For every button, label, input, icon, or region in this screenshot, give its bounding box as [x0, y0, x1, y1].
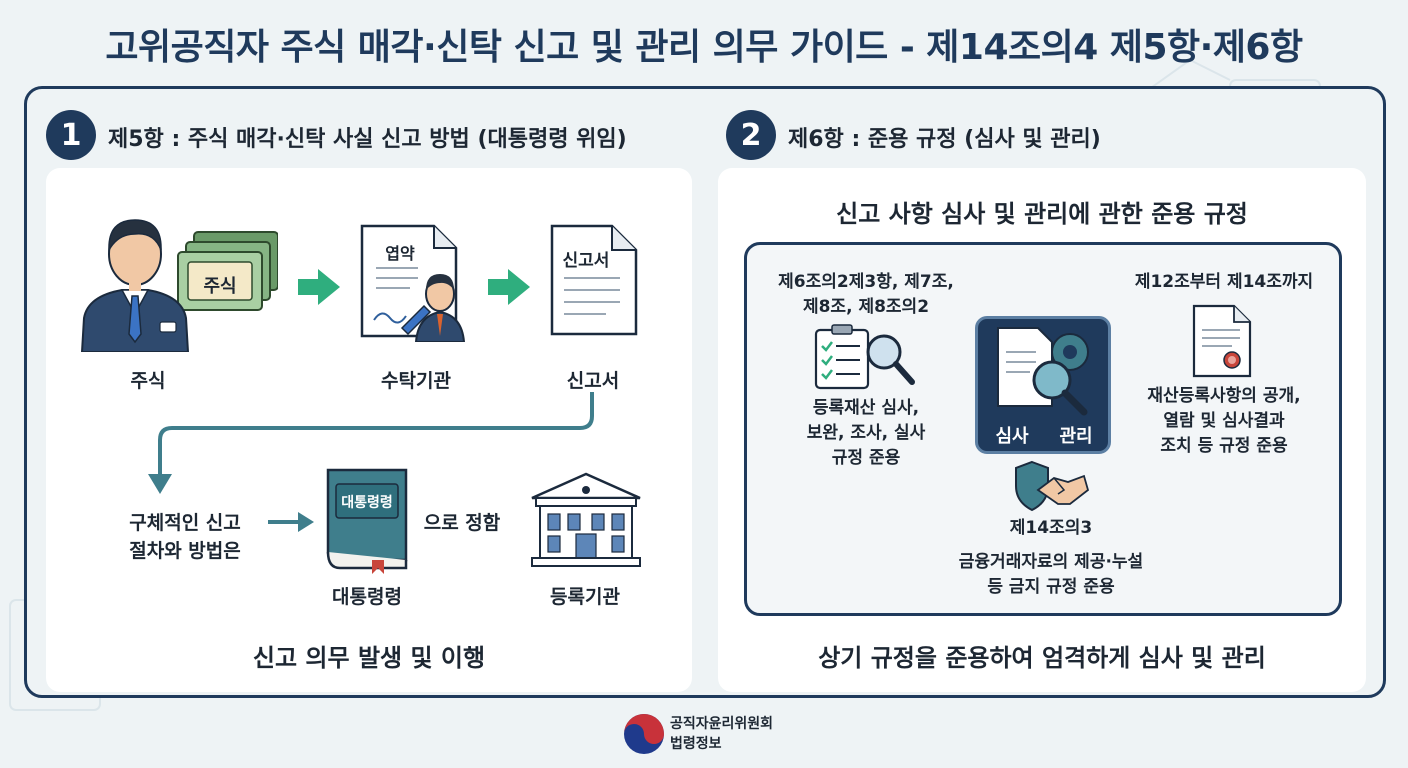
registry-building-icon — [531, 472, 641, 567]
bottom-desc-line2: 등 금지 규정 준용 — [987, 577, 1115, 597]
report-document-title: 신고서 — [562, 251, 610, 271]
certificate-document-icon — [1192, 304, 1252, 378]
arrow-right-icon — [318, 269, 340, 305]
section2-number: 2 — [726, 110, 776, 160]
logo-line1: 공직자윤리위원회 — [670, 716, 774, 732]
section1-number: 1 — [46, 110, 96, 160]
center-label-review: 심사 — [995, 426, 1029, 447]
shield-handshake-icon — [1015, 460, 1090, 512]
decree-book-title: 대통령령 — [341, 495, 393, 511]
label-stock: 주식 — [130, 370, 166, 392]
report-document-icon — [550, 224, 638, 336]
section1-footer: 신고 의무 발생 및 이행 — [252, 644, 486, 672]
section2-heading: 제6항 : 준용 규정 (심사 및 관리) — [788, 127, 1101, 152]
trust-contract-document-icon — [360, 224, 466, 342]
bottom-desc-line1: 금융거래자료의 제공·누설 — [958, 552, 1144, 572]
logo-line2: 법령정보 — [670, 736, 722, 752]
section2-subtitle: 신고 사항 심사 및 관리에 관한 준용 규정 — [836, 200, 1248, 228]
right-desc-line2: 열람 및 심사결과 — [1163, 411, 1285, 431]
section2-footer: 상기 규정을 준용하여 엄격하게 심사 및 관리 — [818, 644, 1266, 672]
center-label-manage: 관리 — [1059, 426, 1093, 447]
arrow-right-icon — [268, 512, 314, 532]
procedure-text-line1: 구체적인 신고 — [129, 512, 241, 534]
left-desc-line1: 등록재산 심사, — [812, 398, 920, 418]
government-emblem-icon — [624, 714, 664, 754]
checklist-magnifier-icon — [814, 324, 915, 390]
procedure-text-line2: 절차와 방법은 — [129, 540, 241, 562]
right-ref: 제12조부터 제14조까지 — [1134, 272, 1314, 292]
left-desc-line2: 보완, 조사, 실사 — [806, 423, 926, 443]
right-desc-line3: 조치 등 규정 준용 — [1160, 436, 1288, 456]
label-registry: 등록기관 — [550, 586, 620, 608]
right-desc-line1: 재산등록사항의 공개, — [1147, 386, 1301, 406]
left-desc-line3: 규정 준용 — [831, 448, 901, 468]
label-trustee: 수탁기관 — [381, 370, 451, 392]
defined-by-text: 으로 정함 — [423, 512, 501, 534]
arrow-right-icon — [508, 269, 530, 305]
label-report: 신고서 — [566, 370, 620, 392]
flow-connector — [148, 392, 594, 494]
arrow-right-icon — [488, 279, 508, 295]
arrow-right-icon — [298, 279, 318, 295]
left-ref-line2: 제8조, 제8조의2 — [802, 297, 930, 317]
label-decree: 대통령령 — [332, 586, 402, 608]
left-ref-line1: 제6조의2제3항, 제7조, — [778, 272, 954, 292]
contract-document-title: 엽약 — [385, 244, 415, 263]
section1-heading: 제5항 : 주식 매각·신탁 사실 신고 방법 (대통령령 위임) — [108, 127, 627, 152]
stock-certificate-label: 주식 — [203, 276, 237, 297]
document-search-gear-icon — [997, 327, 1089, 416]
decree-book-icon — [326, 468, 408, 574]
official-person-icon — [80, 219, 278, 352]
bottom-ref: 제14조의3 — [1009, 518, 1093, 538]
page-title: 고위공직자 주식 매각·신탁 신고 및 관리 의무 가이드 - 제14조의4 제… — [105, 27, 1303, 68]
